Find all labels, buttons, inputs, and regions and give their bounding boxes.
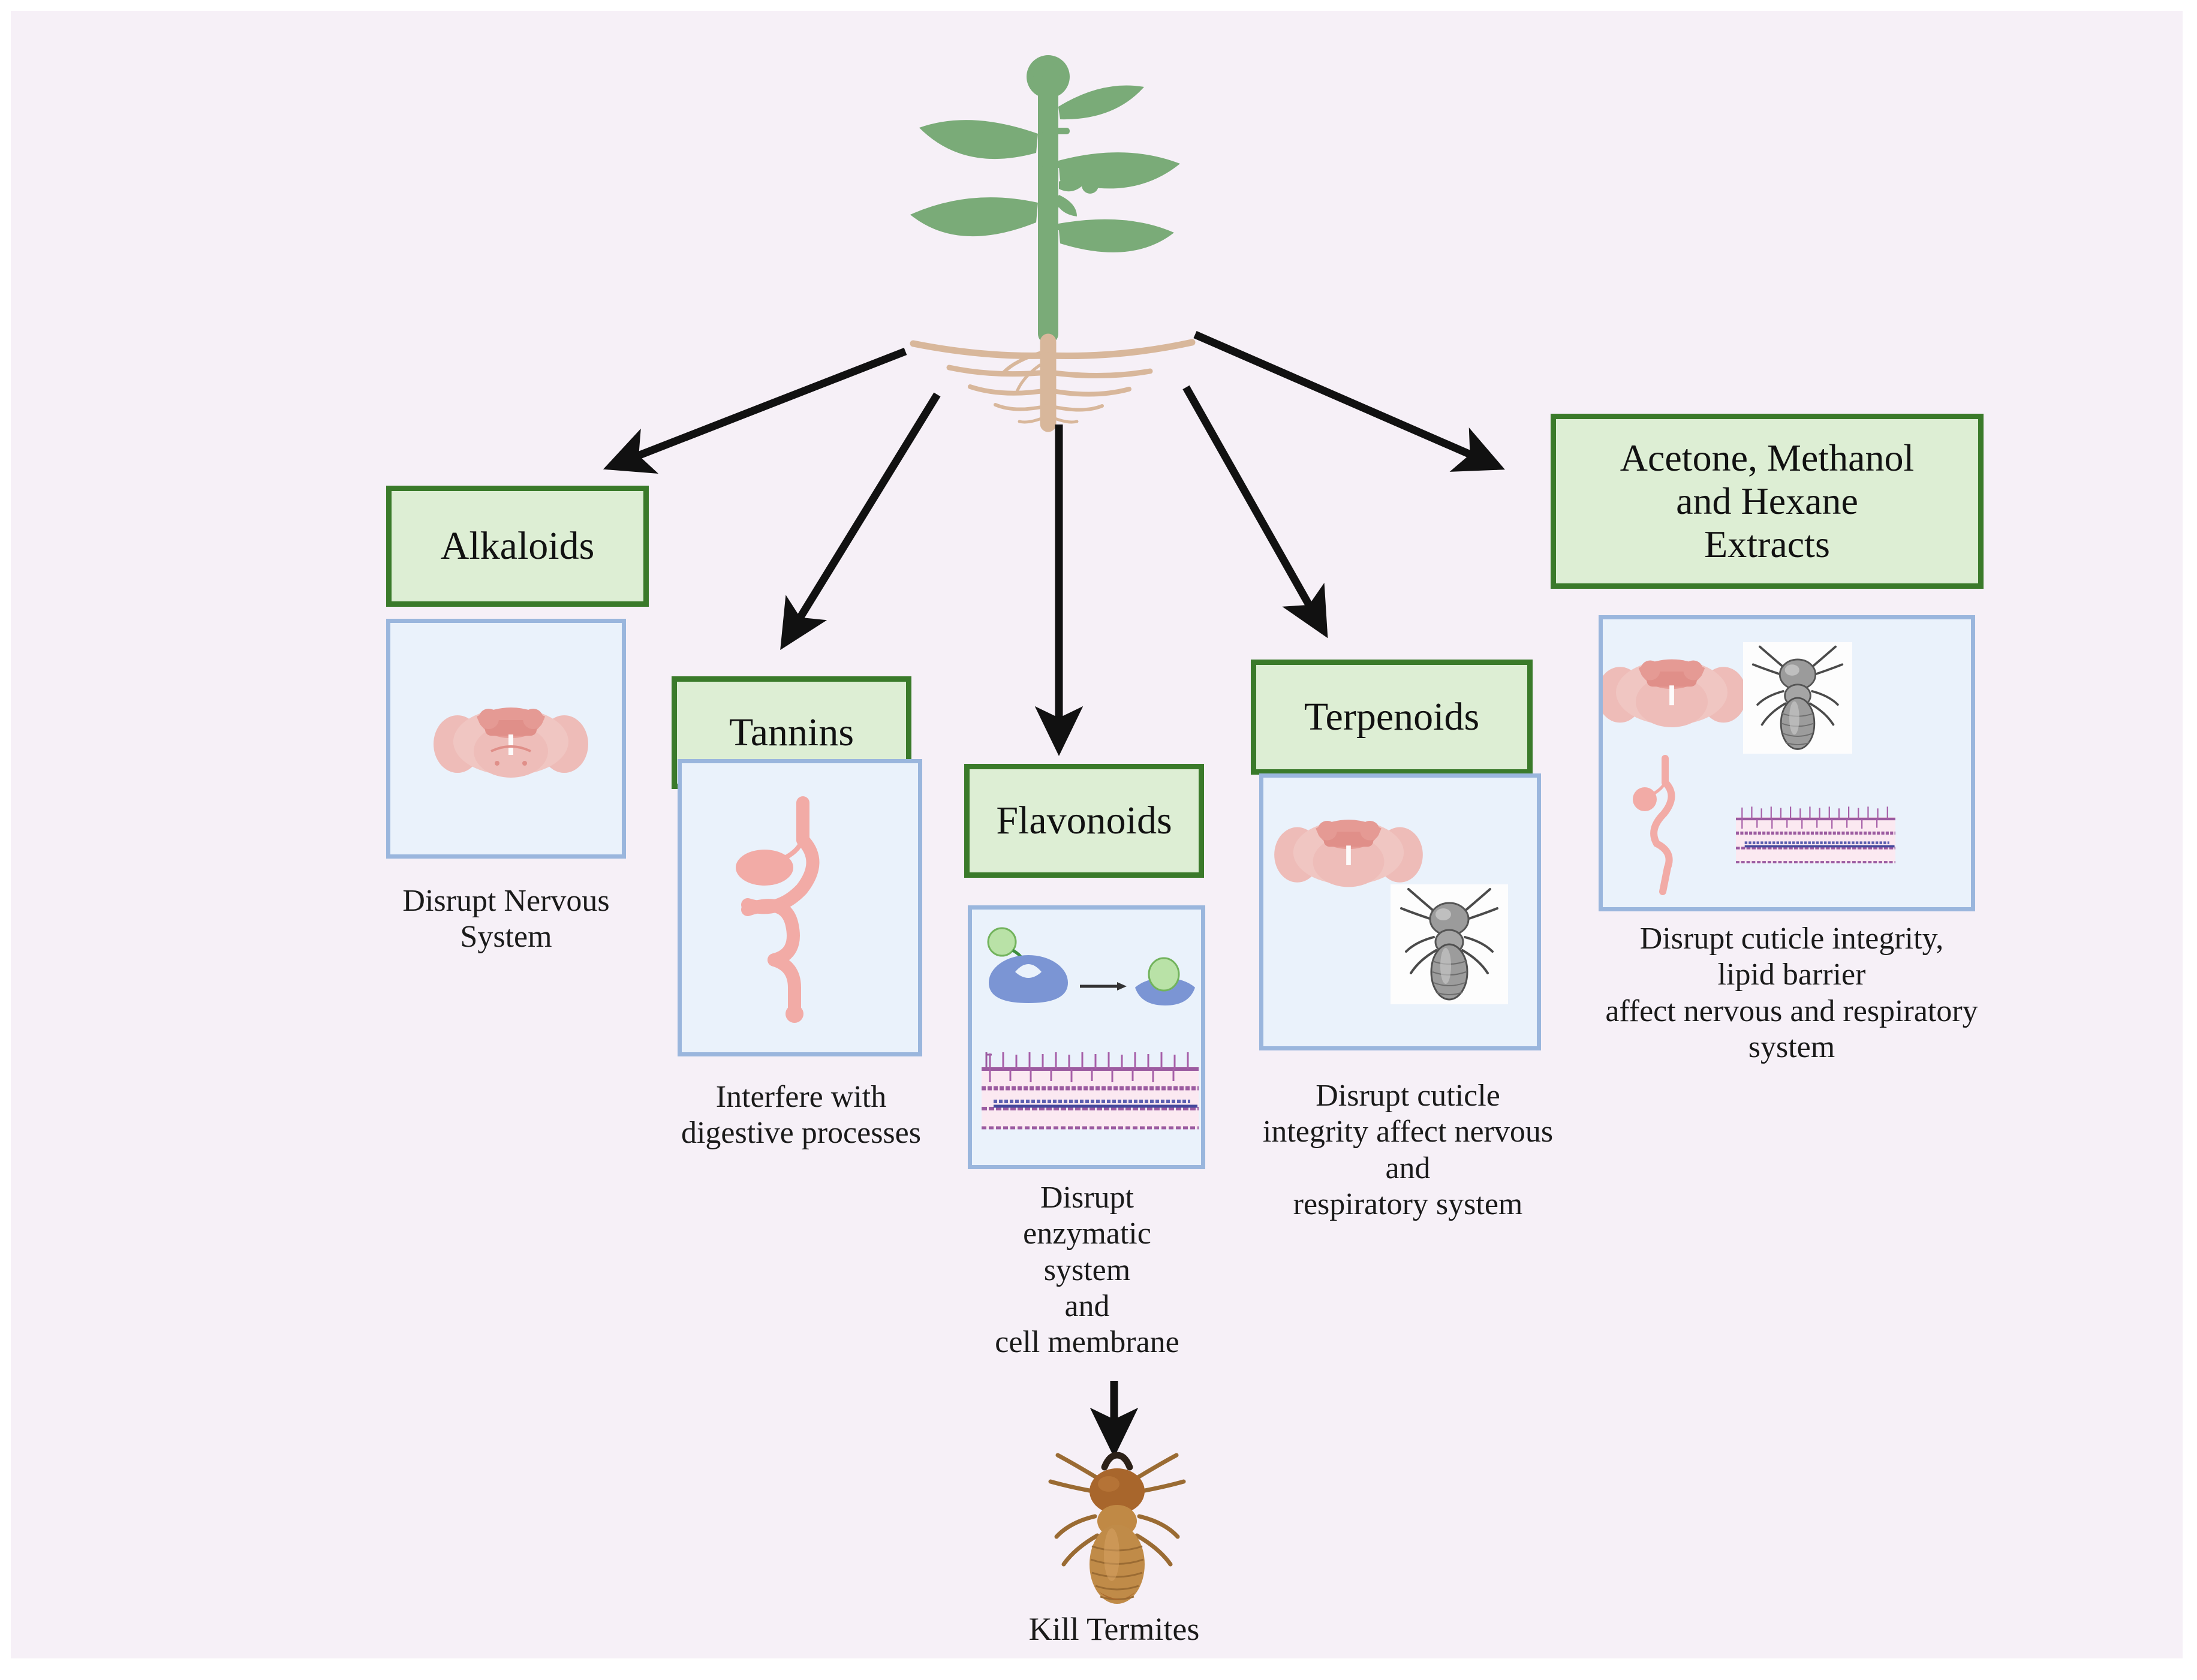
insect-brain-icon — [1274, 820, 1423, 887]
lipid-bilayer-icon — [982, 1052, 1199, 1130]
caption-flavonoids: Disrupt enzymatic system and cell membra… — [995, 1181, 1179, 1360]
plant-with-roots-icon — [910, 55, 1196, 432]
termite-grey-icon — [1400, 888, 1498, 1001]
digestive-tract-icon — [1633, 755, 1675, 895]
digestive-tract-icon — [736, 796, 820, 1023]
panel-terpenoids — [1259, 773, 1541, 1050]
node-terpenoids[interactable]: Terpenoids — [1251, 660, 1533, 775]
node-tannins-label: Tannins — [729, 710, 854, 755]
plant-source-illustration — [892, 44, 1204, 432]
diagram-canvas: Alkaloids Disrupt Nervous System Tannins — [11, 11, 2183, 1658]
node-alkaloids-label: Alkaloids — [440, 524, 595, 568]
termite-brown-icon — [1048, 1452, 1186, 1604]
enzyme-substrate-icon — [987, 927, 1195, 1005]
node-flavonoids-label: Flavonoids — [996, 799, 1172, 843]
panel-alkaloids — [386, 619, 626, 859]
caption-extracts: Disrupt cuticle integrity, lipid barrier… — [1605, 922, 1978, 1064]
insect-brain-icon — [434, 707, 588, 778]
termite-grey-icon — [1751, 645, 1844, 750]
outcome-termite-illustration — [1030, 1447, 1204, 1609]
arrow-to-alkaloids — [603, 347, 907, 474]
node-flavonoids[interactable]: Flavonoids — [964, 764, 1204, 878]
caption-outcome: Kill Termites — [1028, 1611, 1200, 1647]
node-extracts-label: Acetone, Methanol and Hexane Extracts — [1620, 436, 1915, 565]
panel-flavonoids — [968, 905, 1205, 1169]
node-alkaloids[interactable]: Alkaloids — [386, 486, 649, 607]
lipid-bilayer-icon — [1736, 806, 1895, 863]
arrow-to-terpenoids — [1182, 385, 1328, 639]
caption-alkaloids: Disrupt Nervous System — [402, 884, 610, 955]
panel-extracts — [1599, 615, 1975, 911]
insect-brain-icon — [1603, 659, 1747, 727]
arrow-to-extracts — [1193, 331, 1505, 472]
panel-tannins — [678, 759, 922, 1056]
node-terpenoids-label: Terpenoids — [1304, 695, 1480, 739]
caption-terpenoids: Disrupt cuticle integrity affect nervous… — [1262, 1079, 1554, 1221]
arrow-to-tannins — [780, 392, 941, 651]
caption-tannins: Interfere with digestive processes — [681, 1080, 921, 1151]
node-extracts[interactable]: Acetone, Methanol and Hexane Extracts — [1551, 414, 1984, 589]
